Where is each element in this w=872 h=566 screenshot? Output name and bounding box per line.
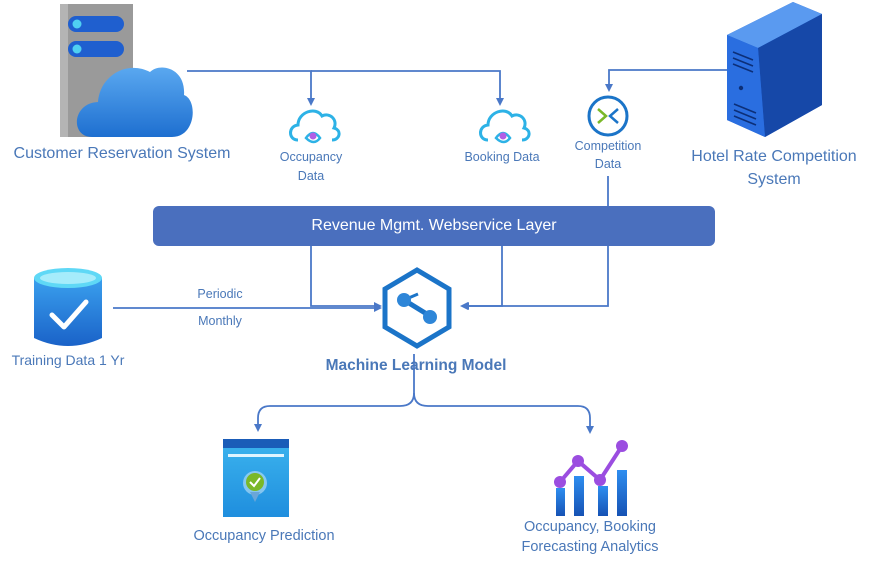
ml-model-label: Machine Learning Model: [325, 357, 507, 374]
webservice-layer-bar: Revenue Mgmt. Webservice Layer: [153, 206, 715, 246]
occupancy-data-line-1: Occupancy: [279, 150, 343, 164]
hotel-rate-system-label: Hotel Rate Competition System: [676, 147, 872, 190]
competition-data-line-2: Data: [594, 156, 622, 171]
cloud-data-icon-occupancy: [289, 109, 341, 144]
forecasting-line-1: Occupancy, Booking: [524, 519, 656, 535]
prediction-report-icon: [223, 439, 289, 517]
competition-data-label: Competition Data: [560, 139, 656, 172]
training-data-label: Training Data 1 Yr: [11, 352, 125, 368]
forecasting-line-2: Forecasting Analytics: [521, 539, 659, 556]
competition-data-line-1: Competition: [574, 139, 642, 153]
edge-label-periodic: Periodic: [197, 287, 243, 301]
edge-customer-booking: [311, 70, 504, 106]
edge-label-monthly: Monthly: [198, 314, 242, 328]
server-tower-icon: [727, 2, 822, 137]
hotel-rate-line-2: System: [747, 171, 801, 188]
edge-competition-ml: [463, 176, 609, 306]
edge-booking-ml: [460, 246, 503, 310]
analytics-chart-icon: [554, 440, 628, 516]
edge-hotel-competition: [605, 69, 728, 92]
cloud-data-icon-booking: [479, 109, 531, 144]
webservice-layer-label: Revenue Mgmt. Webservice Layer: [311, 217, 557, 234]
occupancy-data-line-2: Data: [297, 168, 325, 183]
occupancy-data-label: Occupancy Data: [266, 150, 356, 184]
edge-ml-split: [258, 354, 415, 430]
booking-data-label: Booking Data: [464, 150, 540, 164]
database-check-icon: [34, 268, 102, 346]
competition-transfer-icon: [587, 95, 629, 137]
edge-ml-forecast: [413, 392, 594, 434]
edge-customer-occupancy: [187, 70, 315, 106]
hotel-rate-line-1: Hotel Rate Competition: [691, 148, 857, 165]
customer-system-label: Customer Reservation System: [13, 145, 231, 162]
edge-occupancy-ml: [310, 246, 382, 310]
forecasting-label: Occupancy, Booking Forecasting Analytics: [495, 518, 685, 556]
server-cloud-icon: [60, 4, 193, 137]
occupancy-prediction-label: Occupancy Prediction: [193, 528, 335, 544]
ml-model-icon: [382, 267, 452, 349]
